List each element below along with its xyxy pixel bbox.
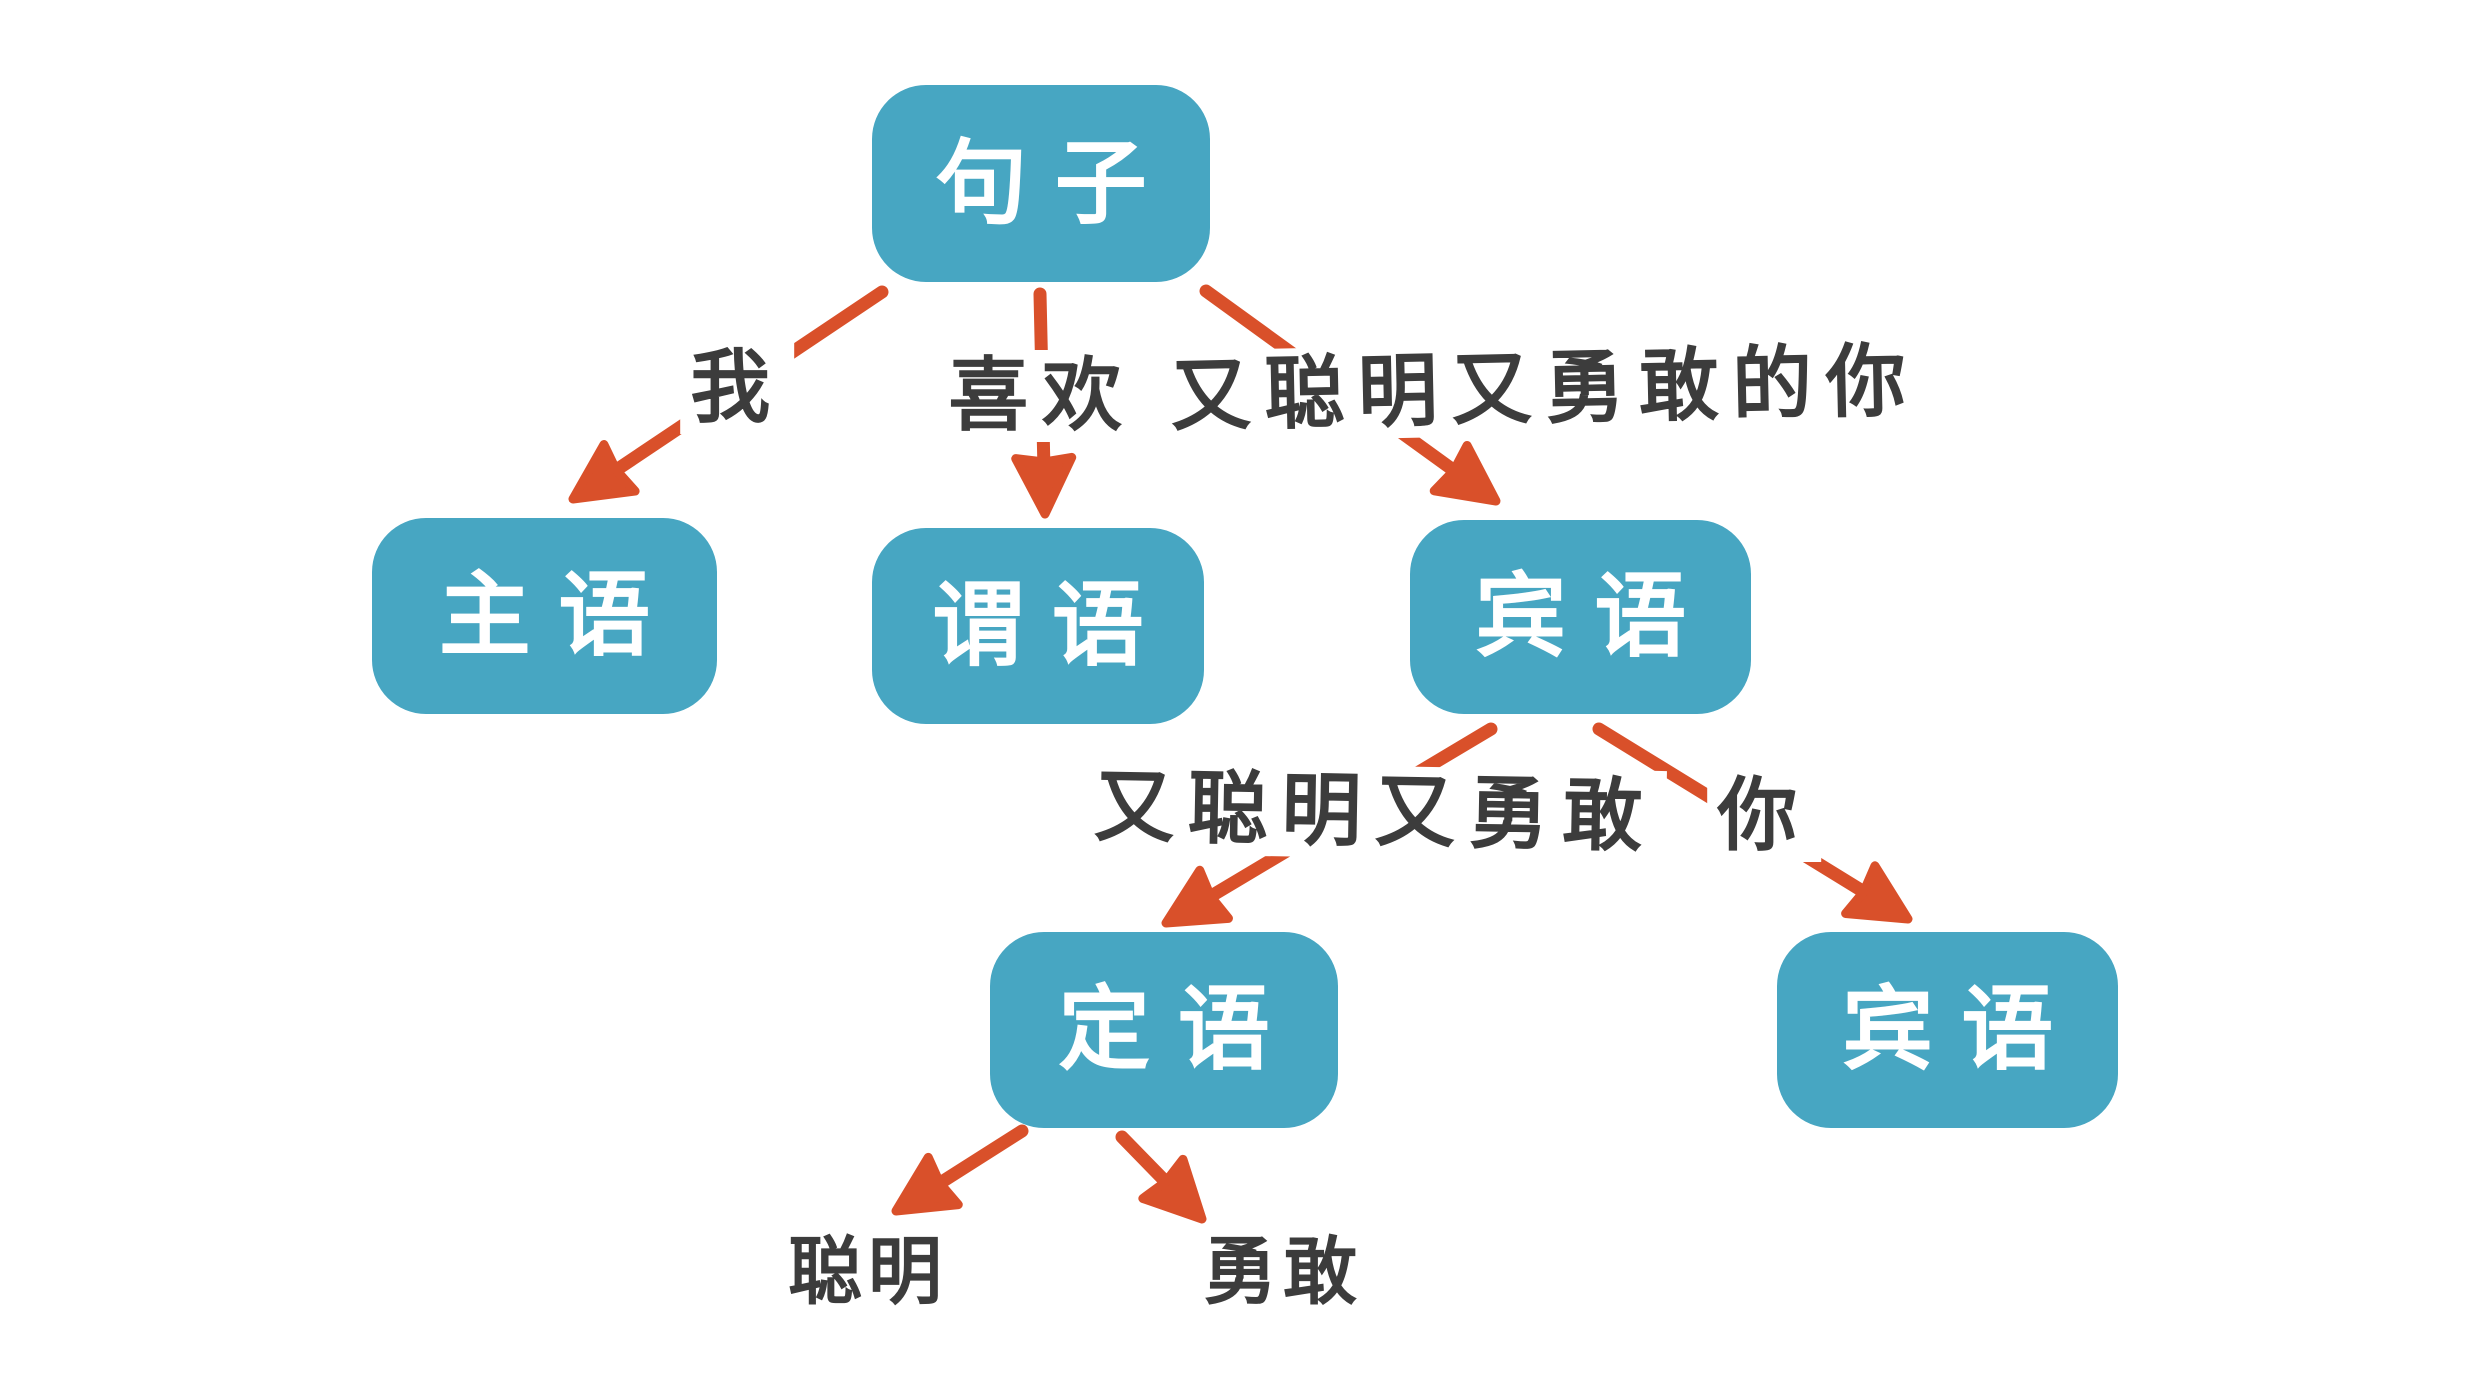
node-attributive: 定语 (990, 932, 1338, 1128)
node-subject: 主语 (372, 518, 717, 714)
node-predicate: 谓语 (872, 528, 1204, 724)
node-object: 宾语 (1410, 520, 1751, 714)
leaf-label-brave: 勇敢 (1203, 1229, 1363, 1315)
node-object-2: 宾语 (1777, 932, 2118, 1128)
edge-label-object-phrase: 又聪明又勇敢的你 (1159, 334, 1931, 444)
edge-label-me: 我 (680, 342, 794, 434)
leaf-label-smart: 聪明 (788, 1229, 948, 1315)
edge-label-attributive-phrase: 又聪明又勇敢 (1083, 760, 1667, 864)
node-sentence: 句子 (872, 85, 1210, 282)
edge-label-you: 你 (1707, 770, 1821, 862)
edge-label-like: 喜欢 (938, 350, 1146, 442)
